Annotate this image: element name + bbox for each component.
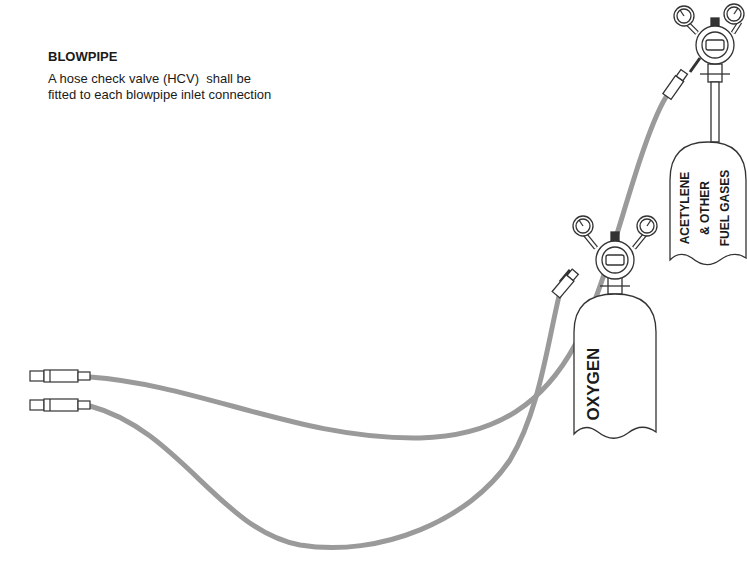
note-text: A hose check valve (HCV) shall be fitted…: [48, 71, 280, 103]
regulator-body: [596, 241, 634, 279]
hose-fitting: [552, 269, 579, 298]
gauge: [674, 6, 694, 26]
oxygen-hose: [90, 292, 560, 548]
gas-cylinder: OXYGEN: [572, 292, 658, 444]
hose-fitting: [663, 69, 688, 99]
fuel-hose: [90, 97, 666, 438]
hose-check-valves: [30, 370, 90, 411]
cylinder-label: ACETYLENE & OTHER FUEL GASES: [675, 167, 735, 249]
fuel-gas-regulator: [663, 4, 744, 142]
gauge: [724, 4, 744, 24]
hose-tail: [78, 401, 90, 409]
regulator-body: [696, 26, 734, 64]
check-valve: [44, 399, 78, 411]
check-valve: [44, 370, 78, 382]
hoses: [90, 97, 666, 548]
gauge: [637, 216, 657, 236]
hose-nut: [30, 400, 44, 410]
gauge: [573, 216, 593, 236]
cylinder-valve: [708, 64, 722, 82]
hose-nut: [30, 371, 44, 381]
oxygen-regulator: [552, 216, 657, 298]
hose-tail: [78, 372, 90, 380]
gas-cylinder: ACETYLENE & OTHER FUEL GASES: [668, 140, 747, 270]
cylinder-label: OXYGEN: [584, 334, 604, 434]
heading: BLOWPIPE: [48, 49, 117, 64]
